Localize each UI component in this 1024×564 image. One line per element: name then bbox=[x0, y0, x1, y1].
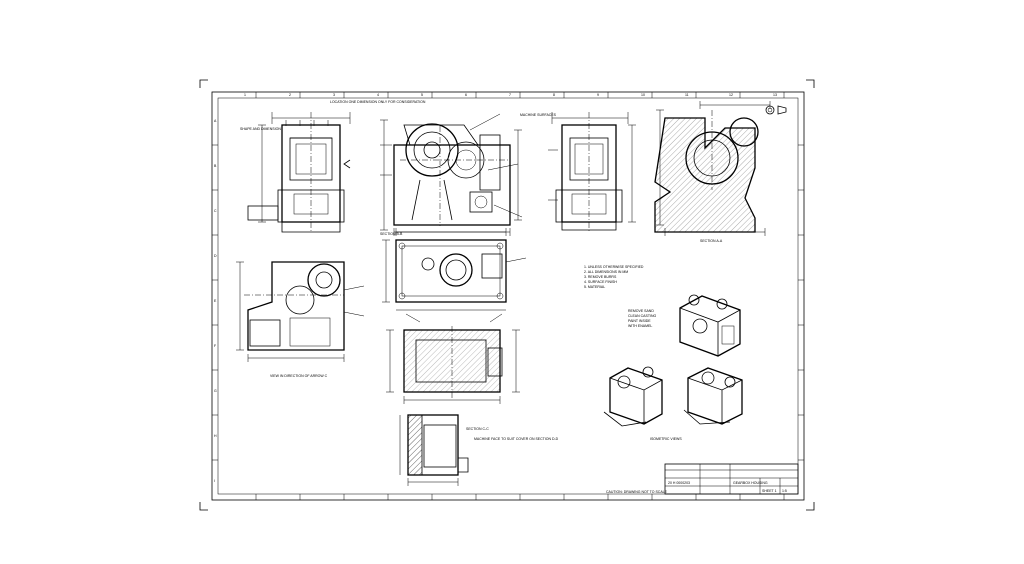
front-view-left bbox=[247, 112, 351, 233]
zone-9: 9 bbox=[597, 93, 599, 97]
zone-ticks bbox=[212, 92, 804, 500]
front-view-center bbox=[380, 113, 523, 236]
zone-f: F bbox=[214, 344, 216, 348]
zone-13: 13 bbox=[773, 93, 777, 97]
zone-8: 8 bbox=[553, 93, 555, 97]
sheet-number: SHEET 1 bbox=[762, 489, 777, 493]
zone-7: 7 bbox=[509, 93, 511, 97]
isometric-view-left bbox=[603, 366, 663, 427]
plan-view-top bbox=[382, 228, 527, 311]
zone-6: 6 bbox=[465, 93, 467, 97]
zone-5: 5 bbox=[421, 93, 423, 97]
isometric-view-top bbox=[679, 294, 741, 357]
zone-d: D bbox=[214, 254, 217, 258]
scale: 1:5 bbox=[782, 489, 787, 493]
inner-border bbox=[217, 97, 799, 495]
zone-a: A bbox=[214, 119, 217, 123]
view-direction-label: VIEW IN DIRECTION OF ARROW C bbox=[270, 374, 328, 378]
side-view-right bbox=[548, 112, 636, 232]
zone-markers-left: A B C D E F G H I bbox=[214, 119, 217, 483]
section-view-a-a: SECTION A-A bbox=[654, 101, 771, 243]
right-callout: MACHINE SURFACES bbox=[520, 113, 557, 117]
zone-markers-top: 1 2 3 4 5 6 7 8 9 10 11 12 13 bbox=[244, 93, 777, 97]
isometric-caption: ISOMETRIC VIEWS bbox=[650, 437, 682, 441]
rib-callout: SHAPE AND DIMENSION bbox=[240, 127, 281, 131]
section-view-c-c: SECTION C-C MACHINE FACE TO SUIT COVER O… bbox=[399, 414, 559, 486]
zone-b: B bbox=[214, 164, 217, 168]
machine-note: MACHINE FACE TO SUIT COVER ON SECTION D-… bbox=[474, 437, 559, 441]
section-cc-label: SECTION C-C bbox=[466, 427, 489, 431]
bottom-note: CAUTION: DRAWING NOT TO SCALE bbox=[606, 490, 668, 494]
drawing-border bbox=[211, 91, 805, 501]
zone-12: 12 bbox=[729, 93, 733, 97]
zone-g: G bbox=[214, 389, 217, 393]
title-block: 20 H 0000203 GEARBOX HOUSING SHEET 1 1:5 bbox=[664, 463, 799, 495]
zone-3: 3 bbox=[333, 93, 335, 97]
zone-h: H bbox=[214, 434, 217, 438]
zone-10: 10 bbox=[641, 93, 645, 97]
elevation-view-left: VIEW IN DIRECTION OF ARROW C bbox=[236, 261, 365, 378]
isometric-view-right bbox=[683, 367, 743, 425]
section-view-b-b bbox=[386, 313, 520, 404]
main-callout: LOCATION ONE DIMENSION ONLY FOR CONSIDER… bbox=[330, 100, 426, 104]
section-bb-label: SECTION B-B bbox=[380, 232, 403, 236]
crop-marks bbox=[199, 79, 815, 511]
zone-2: 2 bbox=[289, 93, 291, 97]
zone-1: 1 bbox=[244, 93, 246, 97]
zone-e: E bbox=[214, 299, 217, 303]
zone-c: C bbox=[214, 209, 217, 213]
section-aa-label: SECTION A-A bbox=[700, 239, 723, 243]
zone-i: I bbox=[214, 479, 215, 483]
projection-symbol bbox=[765, 105, 787, 115]
part-number: 20 H 0000203 bbox=[668, 481, 690, 485]
drawing-title: GEARBOX HOUSING bbox=[733, 481, 768, 485]
zone-4: 4 bbox=[377, 93, 379, 97]
zone-11: 11 bbox=[685, 93, 689, 97]
